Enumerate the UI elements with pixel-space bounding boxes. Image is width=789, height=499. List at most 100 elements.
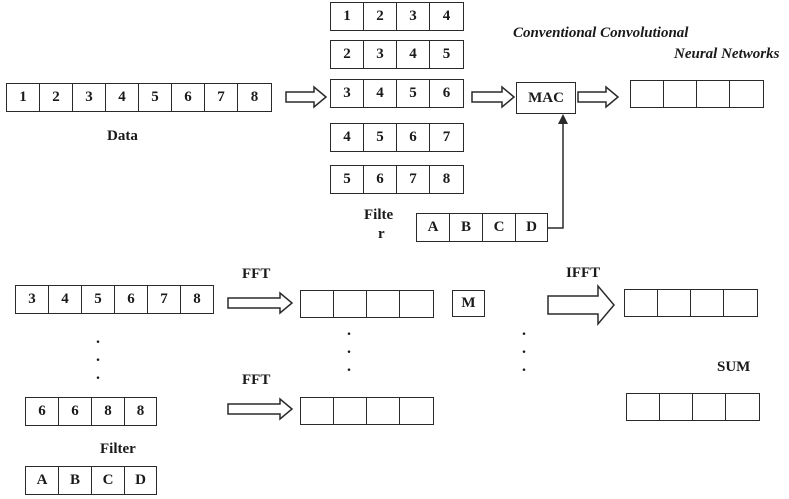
window-cell: 5 bbox=[364, 124, 397, 151]
input-cell: 7 bbox=[148, 286, 181, 313]
title-line-2: Neural Networks bbox=[674, 46, 780, 62]
output-cell bbox=[664, 81, 697, 107]
fft-cell bbox=[400, 398, 433, 424]
fft-cell bbox=[400, 291, 433, 317]
sum-label: SUM bbox=[717, 359, 751, 375]
top-filter-label-b: r bbox=[378, 226, 385, 242]
fft-input-row-2: 6 6 8 8 bbox=[25, 397, 157, 426]
data-cell: 5 bbox=[139, 84, 172, 111]
input-cell: 8 bbox=[193, 291, 201, 307]
filter-cell: D bbox=[135, 472, 146, 488]
fft-cell bbox=[301, 398, 334, 424]
window-cell: 2 bbox=[331, 41, 364, 68]
input-cell: 6 bbox=[26, 398, 59, 425]
ifft-output-row bbox=[624, 289, 758, 317]
window-cell: 4 bbox=[442, 8, 451, 24]
arrow-ifft bbox=[547, 283, 615, 327]
output-cell bbox=[730, 81, 763, 107]
data-cell: 3 bbox=[73, 84, 106, 111]
filter-cell: A bbox=[26, 467, 59, 494]
bottom-filter-row: A B C D bbox=[25, 466, 157, 495]
fft-label-2: FFT bbox=[242, 372, 271, 388]
window-cell: 5 bbox=[397, 80, 430, 107]
fft-cell bbox=[334, 291, 367, 317]
line-filter-to-mac bbox=[548, 123, 564, 229]
fft-input-row-1: 3 4 5 6 7 8 bbox=[15, 285, 214, 314]
input-cell: 4 bbox=[49, 286, 82, 313]
data-label: Data bbox=[107, 128, 138, 144]
window-cell: 7 bbox=[397, 166, 430, 193]
input-cell: 3 bbox=[16, 286, 49, 313]
fft-cell bbox=[301, 291, 334, 317]
data-cell: 6 bbox=[172, 84, 205, 111]
data-cell: 4 bbox=[106, 84, 139, 111]
arrow-windows-to-mac bbox=[471, 85, 516, 109]
filter-cell: D bbox=[526, 219, 537, 235]
fft-cell bbox=[334, 398, 367, 424]
ifft-cell bbox=[658, 290, 691, 316]
window-cell: 3 bbox=[364, 41, 397, 68]
window-cell: 3 bbox=[331, 80, 364, 107]
sum-cell bbox=[693, 394, 726, 420]
sum-cell bbox=[726, 394, 759, 420]
data-cell: 1 bbox=[7, 84, 40, 111]
window-cell: 1 bbox=[331, 3, 364, 30]
window-cell: 6 bbox=[442, 85, 451, 101]
top-filter-row: A B C D bbox=[416, 213, 548, 242]
ifft-cell bbox=[625, 290, 658, 316]
filter-cell: B bbox=[59, 467, 92, 494]
output-cell bbox=[697, 81, 730, 107]
bottom-filter-label: Filter bbox=[100, 441, 136, 457]
ifft-cell bbox=[691, 290, 724, 316]
filter-cell: B bbox=[450, 214, 483, 241]
data-row: 1 2 3 4 5 6 7 8 bbox=[6, 83, 272, 112]
fft-cell bbox=[367, 398, 400, 424]
top-filter-label-a: Filte bbox=[364, 207, 394, 223]
window-cell: 7 bbox=[442, 129, 451, 145]
mac-output-row bbox=[630, 80, 764, 108]
ifft-label: IFFT bbox=[566, 265, 601, 281]
data-cell: 2 bbox=[40, 84, 73, 111]
window-row-4: 4 5 6 7 bbox=[330, 123, 464, 152]
sum-output-row bbox=[626, 393, 760, 421]
window-cell: 3 bbox=[397, 3, 430, 30]
filter-cell: C bbox=[92, 467, 125, 494]
vertical-dots-middle: ... bbox=[347, 322, 351, 375]
vertical-dots-left: ... bbox=[96, 330, 100, 383]
window-row-3: 3 4 5 6 bbox=[330, 79, 464, 108]
arrow-fft-1 bbox=[227, 291, 294, 315]
window-cell: 5 bbox=[331, 166, 364, 193]
window-cell: 4 bbox=[331, 124, 364, 151]
arrow-fft-2 bbox=[227, 397, 294, 421]
fft-output-row-2 bbox=[300, 397, 434, 425]
input-cell: 5 bbox=[82, 286, 115, 313]
output-cell bbox=[631, 81, 664, 107]
filter-cell: C bbox=[483, 214, 516, 241]
fft-output-row-1 bbox=[300, 290, 434, 318]
data-cell: 8 bbox=[250, 89, 259, 105]
filter-cell: A bbox=[417, 214, 450, 241]
window-row-1: 1 2 3 4 bbox=[330, 2, 464, 31]
fft-label-1: FFT bbox=[242, 266, 271, 282]
fft-cell bbox=[367, 291, 400, 317]
vertical-dots-right: ... bbox=[522, 322, 526, 375]
input-cell: 8 bbox=[136, 403, 145, 419]
window-cell: 4 bbox=[397, 41, 430, 68]
window-row-2: 2 3 4 5 bbox=[330, 40, 464, 69]
arrow-mac-to-output bbox=[577, 85, 620, 109]
window-cell: 6 bbox=[364, 166, 397, 193]
sum-cell bbox=[627, 394, 660, 420]
input-cell: 6 bbox=[115, 286, 148, 313]
mac-box: MAC bbox=[516, 82, 576, 114]
data-cell: 7 bbox=[205, 84, 238, 111]
m-box: M bbox=[452, 290, 485, 317]
window-cell: 8 bbox=[442, 171, 451, 187]
input-cell: 8 bbox=[92, 398, 125, 425]
window-cell: 5 bbox=[442, 46, 451, 62]
arrowhead-filter-to-mac bbox=[558, 114, 568, 124]
title-line-1: Conventional Convolutional bbox=[513, 25, 689, 41]
ifft-cell bbox=[724, 290, 757, 316]
input-cell: 6 bbox=[59, 398, 92, 425]
window-cell: 2 bbox=[364, 3, 397, 30]
window-row-5: 5 6 7 8 bbox=[330, 165, 464, 194]
